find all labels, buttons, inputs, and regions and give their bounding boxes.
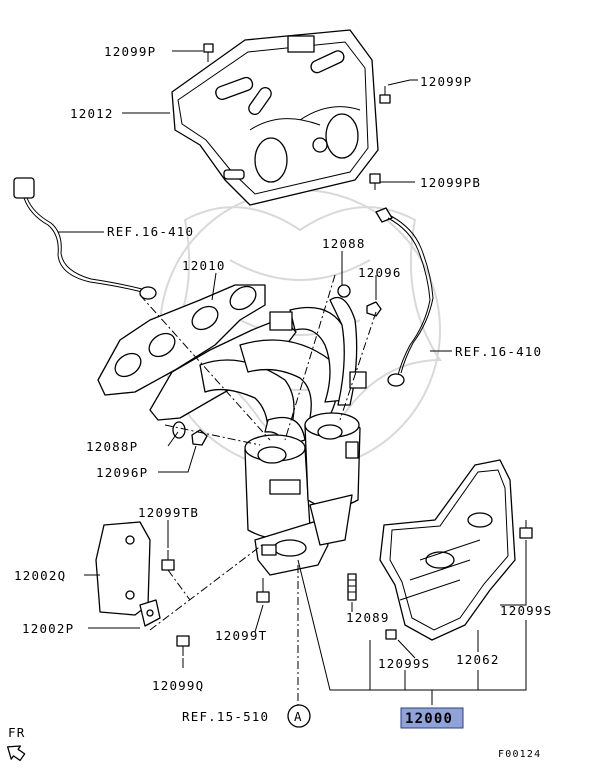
- bolt-12099s-bottom: [385, 629, 397, 640]
- label-ref-15-510: REF.15-510: [182, 709, 269, 724]
- label-ref-16-410-left: REF.16-410: [107, 224, 194, 239]
- label-12002p: 12002P: [22, 621, 74, 636]
- catalytic-converter-left: [244, 434, 311, 540]
- bolt-12099s-right: [519, 520, 533, 539]
- label-12099s-right: 12099S: [500, 603, 552, 618]
- bolt-12099p-top: [203, 43, 214, 62]
- manifold-gasket: [97, 284, 266, 396]
- part-labels: 12099P 12012 12099P 12099PB REF.16-410 1…: [14, 44, 552, 724]
- reference-marker-a-text: A: [294, 709, 303, 724]
- heat-shield-lower: [379, 459, 516, 641]
- label-12096: 12096: [358, 265, 402, 280]
- front-label: FR: [8, 725, 25, 740]
- gasket-12088-top: [337, 284, 351, 298]
- assembly-number-badge[interactable]: 12000: [400, 707, 464, 729]
- leader-lines: [58, 50, 527, 705]
- bracket-12002q: [95, 521, 151, 616]
- label-12099p-right: 12099P: [420, 74, 472, 89]
- bolt-12099tb: [161, 550, 175, 571]
- nut-12096-top: [366, 301, 382, 317]
- bracket-12002p: [139, 599, 161, 627]
- label-12010: 12010: [182, 258, 226, 273]
- label-12099p-top: 12099P: [104, 44, 156, 59]
- front-direction-indicator: FR: [6, 725, 26, 762]
- label-ref-16-410-right: REF.16-410: [455, 344, 542, 359]
- label-12062: 12062: [456, 652, 500, 667]
- oxygen-sensor-left: [13, 177, 157, 300]
- label-12099s-bottom: 12099S: [378, 656, 430, 671]
- stud-12089: [347, 573, 357, 601]
- bolt-12099t: [256, 578, 270, 603]
- converter-outlet-flange: [254, 494, 353, 576]
- reference-marker-a: A: [287, 704, 311, 728]
- label-12099t: 12099T: [215, 628, 267, 643]
- label-12012: 12012: [70, 106, 114, 121]
- label-12096p: 12096P: [96, 465, 148, 480]
- figure-id: F00124: [498, 749, 541, 760]
- label-12099pb: 12099PB: [420, 175, 481, 190]
- bolt-12099pb: [369, 173, 381, 190]
- label-12099tb: 12099TB: [138, 505, 199, 520]
- assembly-highlight-box: [400, 707, 464, 729]
- label-12099q: 12099Q: [152, 678, 204, 693]
- gasket-12088p: [172, 421, 186, 439]
- bolt-12099p-right: [379, 86, 391, 104]
- label-12088: 12088: [322, 236, 366, 251]
- dashed-centerlines: [139, 274, 377, 705]
- oxygen-sensor-right: [375, 207, 434, 387]
- label-12002q: 12002Q: [14, 568, 66, 583]
- heat-shield-upper: [171, 29, 379, 206]
- label-12088p: 12088P: [86, 439, 138, 454]
- label-12089: 12089: [346, 610, 390, 625]
- bolt-12099q: [176, 635, 190, 656]
- exhaust-manifold: [149, 296, 367, 447]
- catalytic-converter-right: [304, 412, 361, 509]
- assembly-number[interactable]: 12000: [405, 711, 453, 727]
- front-arrow-icon: [6, 745, 26, 762]
- nut-12096p: [191, 429, 208, 446]
